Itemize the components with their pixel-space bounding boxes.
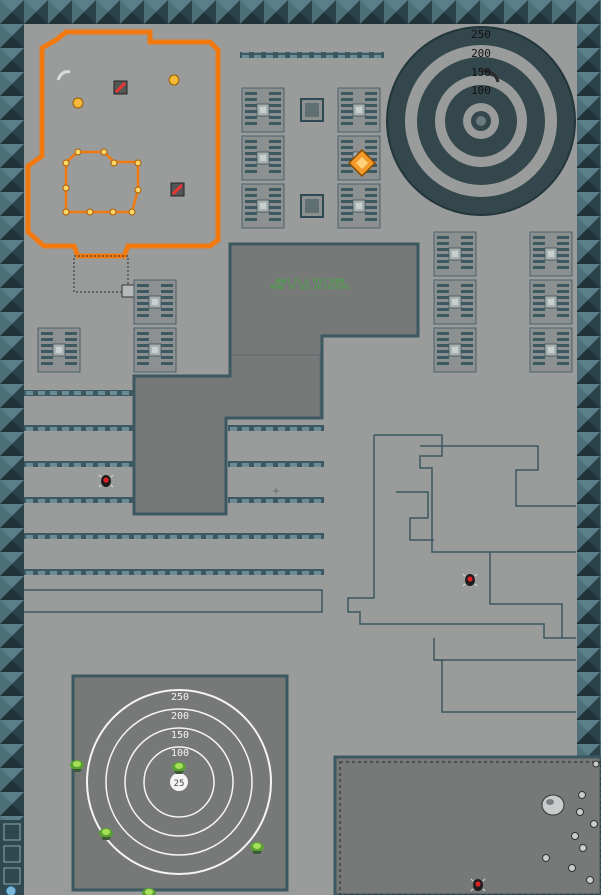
orange-room xyxy=(25,29,221,298)
block-cluster-top xyxy=(241,87,381,229)
door-switch[interactable] xyxy=(121,284,135,298)
right-wall xyxy=(577,0,601,760)
corridor-outlines xyxy=(24,434,576,713)
gold-coin-icon[interactable] xyxy=(168,74,180,86)
sign-line-1: WHAT IS A TEST ROOM xyxy=(276,278,345,285)
red-bug-icon[interactable] xyxy=(98,474,114,488)
target-bottom: 250 200 150 100 25 xyxy=(71,674,289,892)
boulder-icon xyxy=(541,794,565,816)
svg-text:+: + xyxy=(272,486,280,497)
red-bug-icon[interactable] xyxy=(470,878,486,892)
top-wall xyxy=(0,0,601,24)
orange-diamond-icon[interactable] xyxy=(347,148,377,178)
ring-label-250: 250 xyxy=(171,692,189,703)
left-wall xyxy=(0,0,24,895)
gold-coin-icon[interactable] xyxy=(72,97,84,109)
sign-line-2: MORE TO SEE IN EDITORS xyxy=(270,284,350,291)
player-icon[interactable] xyxy=(5,885,17,895)
ring-label-200: 200 xyxy=(171,711,189,722)
ring-label-150: 150 xyxy=(471,66,491,79)
ring-label-25: 25 xyxy=(174,779,185,789)
ring-label-150: 150 xyxy=(171,730,189,741)
room-doorway xyxy=(73,255,129,293)
hook-icon xyxy=(56,70,71,81)
rock-arena xyxy=(333,755,601,895)
ring-label-200: 200 xyxy=(471,47,491,60)
target-top: 250 200 150 100 xyxy=(386,26,576,216)
ring-label-250: 250 xyxy=(471,28,491,41)
red-bug-icon[interactable] xyxy=(462,573,478,587)
central-pit: WHAT IS A TEST ROOM MORE TO SEE IN EDITO… xyxy=(132,242,420,516)
rails: + xyxy=(24,390,324,575)
ring-label-100: 100 xyxy=(471,84,491,97)
rail xyxy=(240,52,384,58)
ring-label-100: 100 xyxy=(171,748,189,759)
